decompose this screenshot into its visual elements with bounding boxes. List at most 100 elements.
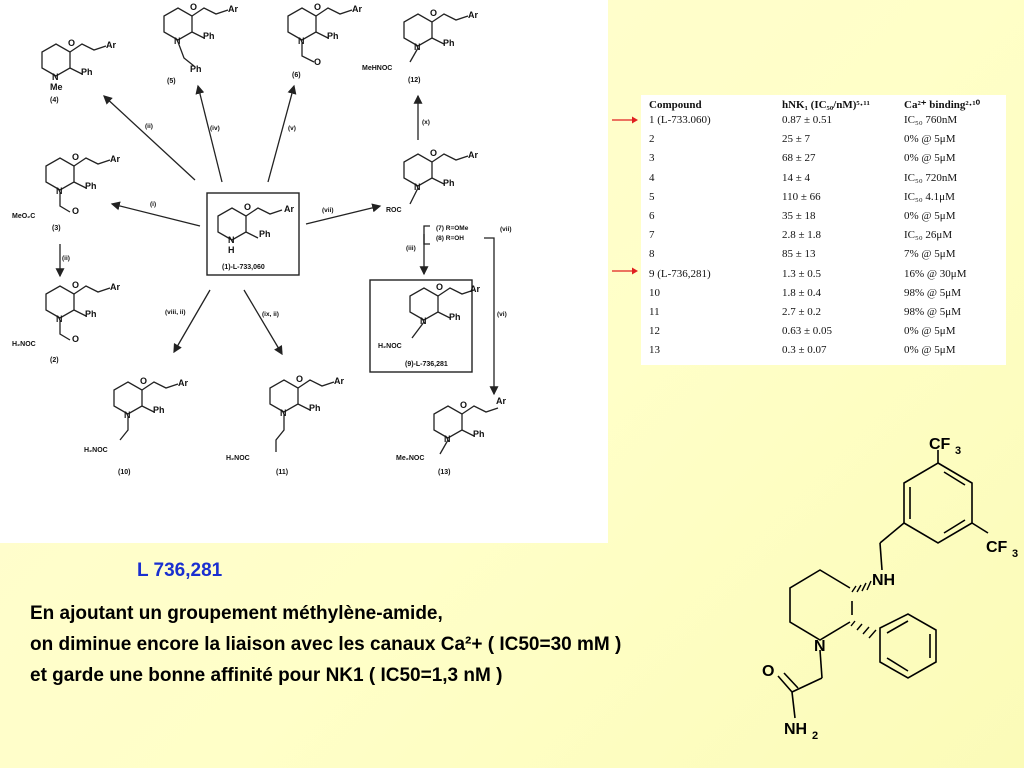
atom-n: N	[56, 314, 63, 324]
cell-ca-binding: IC₅₀ 760nM	[904, 114, 958, 126]
compound-6-label: (6)	[292, 72, 301, 79]
atom-ph: Ph	[449, 312, 461, 322]
atom-o: O	[460, 400, 467, 410]
cell-hnk1: 2.7 ± 0.2	[782, 306, 822, 319]
compound-11-label: (11)	[276, 469, 288, 476]
atom-o: O	[72, 152, 79, 162]
cell-hnk1: 25 ± 7	[782, 133, 811, 146]
atom-me2noc: Me₂NOC	[396, 455, 424, 462]
cell-compound: 5	[649, 190, 655, 203]
compound-2: N H₂NOC O O Ar Ph (2)	[12, 280, 120, 364]
atom-n: N	[420, 316, 427, 326]
hashed-bonds	[850, 580, 877, 639]
reagent-v: (v)	[288, 125, 296, 132]
cell-ca-binding: 0% @ 5μM	[904, 210, 956, 223]
header-compound: Compound	[649, 99, 702, 111]
atom-ar: Ar	[284, 204, 294, 214]
cell-hnk1: 14 ± 4	[782, 171, 811, 184]
atom-o: O	[244, 202, 251, 212]
cell-ca-binding: 0% @ 5μM	[904, 133, 956, 146]
atom-h2noc: H₂NOC	[84, 447, 108, 454]
marker-arrow-compound-1	[612, 116, 638, 124]
atom-ar: Ar	[106, 40, 116, 50]
reagent-ix-ii: (ix, ii)	[262, 311, 279, 318]
nh2-sub: 2	[812, 730, 818, 742]
atom-n: N	[56, 186, 63, 196]
cell-ca-binding: 7% @ 5μM	[904, 248, 956, 261]
compound-12-label: (12)	[408, 77, 420, 84]
cell-compound: 2	[649, 133, 655, 146]
table-header-row: Compound hNK₁ (IC₅₀/nM)⁵·¹¹ Ca²⁺ binding…	[649, 99, 1000, 111]
cf3-top-sub: 3	[955, 445, 961, 457]
atom-ar: Ar	[178, 378, 188, 388]
compound-10: N H₂NOC O Ar Ph (10)	[84, 376, 188, 476]
atom-o: O	[68, 38, 75, 48]
compound-3-label: (3)	[52, 225, 61, 232]
atom-o: O	[314, 2, 321, 12]
cell-compound: 1 (L-733.060)	[649, 114, 711, 126]
reagent-i: (i)	[150, 201, 156, 208]
atom-ar: Ar	[228, 4, 238, 14]
reagent-iii: (iii)	[406, 245, 416, 252]
atom-n: N	[52, 72, 59, 82]
cell-compound: 10	[649, 286, 660, 299]
cf3-right-sub: 3	[1012, 548, 1018, 560]
cell-compound: 6	[649, 210, 655, 223]
atom-ar: Ar	[110, 282, 120, 292]
atom-n: N	[414, 42, 421, 52]
cell-ca-binding: IC₅₀ 4.1μM	[904, 190, 955, 203]
atom-o: O	[72, 334, 79, 344]
compound-5: N Ph O Ar Ph (5)	[163, 2, 238, 85]
reaction-arrows	[55, 84, 499, 396]
cell-compound: 11	[649, 306, 660, 319]
atom-o: O	[72, 280, 79, 290]
atom-h2noc: H₂NOC	[378, 343, 402, 350]
atom-ph: Ph	[473, 429, 485, 439]
cell-compound: 9 (L-736,281)	[649, 267, 711, 280]
description-line: et garde une bonne affinité pour NK1 ( I…	[30, 665, 503, 686]
compound-11: N H₂NOC O Ar Ph (11)	[226, 374, 344, 476]
reagent-vii: (vii)	[322, 207, 334, 214]
atom-o: O	[314, 57, 321, 67]
compound-10-label: (10)	[118, 469, 130, 476]
atom-h2noc: H₂NOC	[12, 341, 36, 348]
atom-ph: Ph	[81, 67, 93, 77]
cell-compound: 3	[649, 152, 655, 165]
atom-ar: Ar	[334, 376, 344, 386]
cell-hnk1: 0.63 ± 0.05	[782, 325, 833, 338]
cell-compound: 8	[649, 248, 655, 261]
atom-ar: Ar	[470, 284, 480, 294]
compound-4-label: (4)	[50, 97, 59, 104]
cell-ca-binding: 0% @ 5μM	[904, 152, 956, 165]
atom-n: N	[298, 36, 305, 46]
atom-ar: Ar	[468, 10, 478, 20]
atom-o: O	[72, 206, 79, 216]
reagent-vi: (vi)	[497, 311, 507, 318]
reaction-scheme: N H O Ar Ph (1)-L-733,060 N Me O Ar Ph (…	[0, 0, 608, 543]
compound-1-label: (1)-L-733,060	[222, 264, 265, 271]
l736281-structure: CF 3 CF 3 NH N O NH 2	[762, 436, 1018, 742]
compound-2-label: (2)	[50, 357, 59, 364]
o-label: O	[762, 663, 774, 680]
activity-table: Compound hNK₁ (IC₅₀/nM)⁵·¹¹ Ca²⁺ binding…	[641, 95, 1006, 365]
table-row: 3 68 ± 27 0% @ 5μM	[649, 149, 1000, 168]
cell-ca-binding: IC₅₀ 720nM	[904, 171, 958, 184]
atom-n: N	[124, 410, 131, 420]
nh-label: NH	[872, 572, 895, 589]
atom-h2noc: H₂NOC	[226, 455, 250, 462]
cell-hnk1: 68 ± 27	[782, 152, 816, 165]
atom-o: O	[436, 282, 443, 292]
cell-compound: 4	[649, 171, 655, 184]
cell-ca-binding: 0% @ 5μM	[904, 325, 956, 338]
cell-hnk1: 85 ± 13	[782, 248, 816, 261]
atom-ph: Ph	[327, 31, 339, 41]
cell-compound: 13	[649, 344, 660, 357]
atom-ph: Ph	[259, 229, 271, 239]
atom-n: N	[444, 434, 451, 444]
description: En ajoutant un groupement méthylène-amid…	[30, 598, 770, 691]
